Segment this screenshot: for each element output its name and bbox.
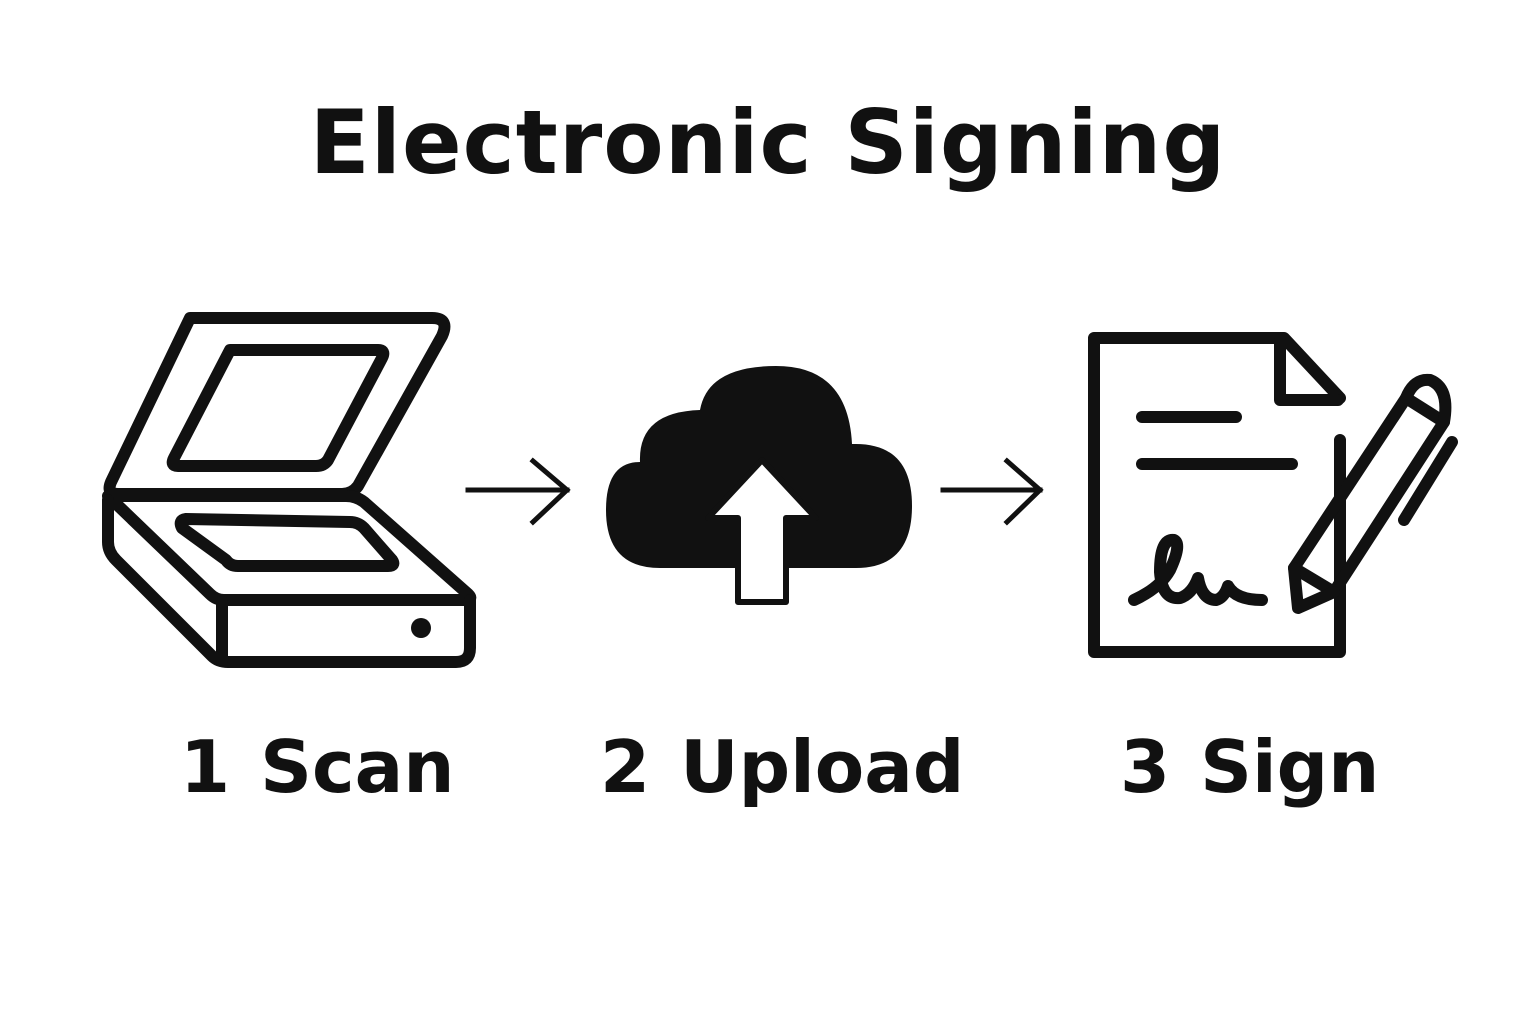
step-number: 3 bbox=[1120, 725, 1171, 809]
cloud-upload-icon bbox=[606, 366, 912, 605]
arrow-right-icon bbox=[940, 457, 1044, 526]
signed-document-icon bbox=[1088, 332, 1458, 658]
diagram-title: Electronic Signing bbox=[309, 91, 1227, 194]
step-label-sign: 3 Sign bbox=[1120, 722, 1379, 812]
step-name: Scan bbox=[260, 725, 455, 809]
step-label-upload: 2 Upload bbox=[600, 722, 964, 812]
step-label-scan: 1 Scan bbox=[180, 722, 455, 812]
step-number: 2 bbox=[600, 725, 651, 809]
arrow-right-icon bbox=[465, 457, 571, 526]
scanner-icon bbox=[102, 312, 477, 668]
step-name: Sign bbox=[1200, 725, 1380, 809]
step-number: 1 bbox=[180, 725, 231, 809]
step-name: Upload bbox=[680, 725, 965, 809]
